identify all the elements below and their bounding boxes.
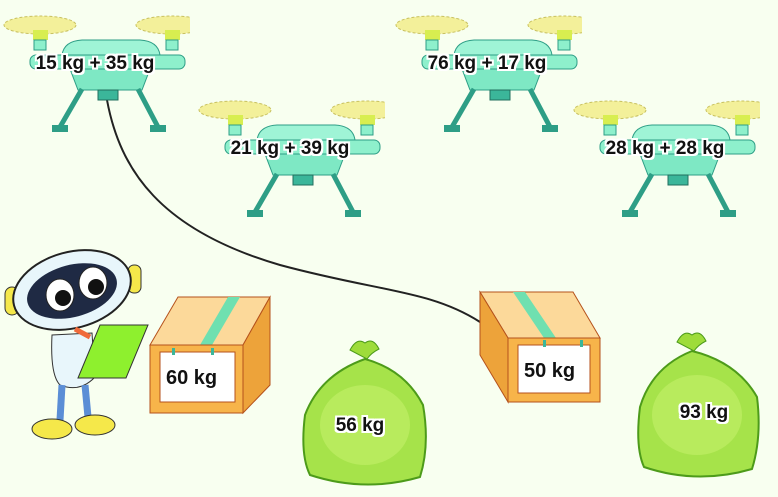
drone-2[interactable]: 76 kg + 17 kg [392, 5, 582, 145]
drone-weight-label: 76 kg + 17 kg [427, 53, 547, 74]
box-weight-label: 60 kg [166, 367, 218, 389]
sack-icon [637, 332, 760, 478]
drone-4[interactable]: 28 kg + 28 kg [570, 90, 760, 230]
drone-1[interactable]: 15 kg + 35 kg [0, 5, 190, 145]
bag-weight-label: 56 kg [335, 415, 385, 436]
drone-weight-label: 15 kg + 35 kg [35, 53, 155, 74]
robot-character [4, 249, 149, 440]
box-50kg[interactable]: 50 kg [478, 290, 608, 415]
drone-weight-label: 21 kg + 39 kg [230, 138, 350, 159]
bag-weight-label: 93 kg [679, 402, 729, 423]
drone-icon [3, 15, 190, 132]
box-weight-label: 50 kg [524, 360, 576, 382]
drone-icon [395, 15, 582, 132]
cardboard-box-icon [149, 295, 271, 415]
drone-3[interactable]: 21 kg + 39 kg [195, 90, 385, 230]
bag-93kg[interactable]: 93 kg [632, 327, 778, 487]
drone-icon [573, 100, 760, 217]
drone-weight-label: 28 kg + 28 kg [605, 138, 725, 159]
cardboard-box-icon [479, 290, 601, 404]
drone-icon [198, 100, 385, 217]
bag-56kg[interactable]: 56 kg [295, 335, 445, 495]
box-60kg[interactable]: 60 kg [148, 295, 278, 420]
sack-icon [302, 340, 427, 486]
